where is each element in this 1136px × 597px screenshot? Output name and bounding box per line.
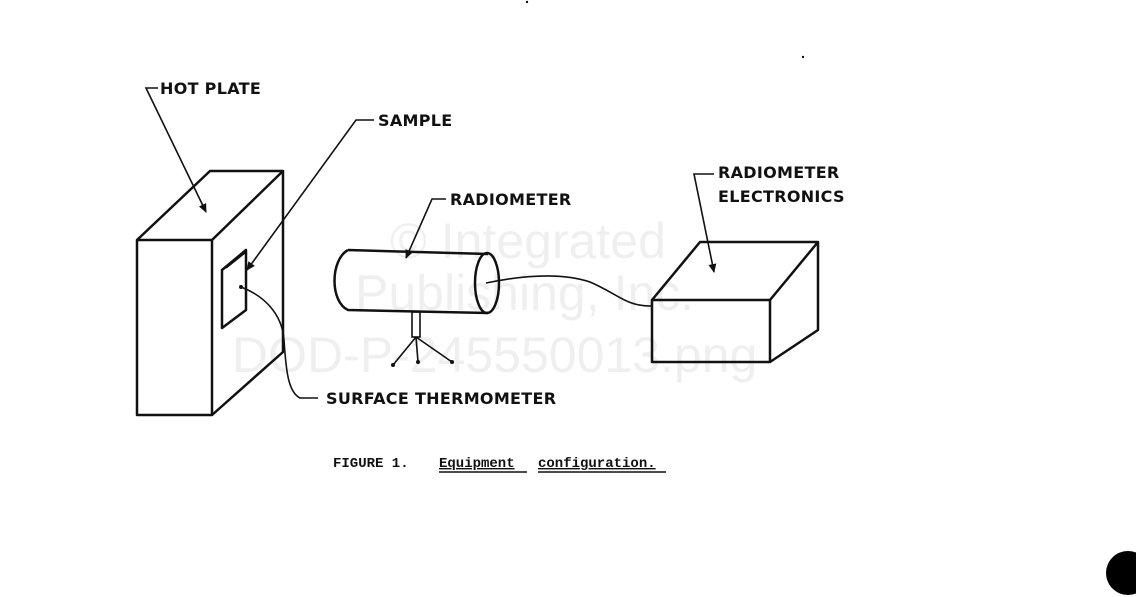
hot-plate (135, 169, 285, 417)
thermometer-wire (240, 286, 318, 399)
electronics-arrow (693, 173, 717, 273)
sample-arrow (246, 119, 374, 271)
hot-plate-label: HOT PLATE (160, 79, 261, 98)
speck (801, 55, 805, 59)
speck (525, 0, 529, 4)
radiometer (333, 248, 501, 367)
sample-label: SAMPLE (378, 111, 452, 130)
caption-word-1: Equipment (439, 456, 515, 472)
radiometer-electronics-box (650, 240, 820, 364)
watermark: © Integrated Publishing, Inc. DOD-P-2455… (232, 213, 757, 383)
caption-word-2: configuration. (538, 456, 656, 472)
watermark-line-3: DOD-P-245550013.png (232, 327, 757, 383)
radiometer-label: RADIOMETER (450, 190, 572, 209)
electronics-label-line-1: RADIOMETER (718, 163, 840, 182)
watermark-line-2: Publishing, Inc. (355, 265, 694, 321)
surface-thermometer-label: SURFACE THERMOMETER (326, 389, 556, 408)
electronics-label-line-2: ELECTRONICS (718, 187, 845, 206)
sample (220, 248, 248, 330)
figure-caption: FIGURE 1. Equipment configuration. (333, 456, 666, 473)
hot-plate-arrow (144, 87, 207, 213)
punch-hole (1106, 551, 1136, 595)
radiometer-arrow (405, 198, 446, 259)
caption-prefix: FIGURE 1. (333, 456, 409, 472)
watermark-line-1: © Integrated (390, 213, 666, 269)
cable (485, 275, 653, 307)
